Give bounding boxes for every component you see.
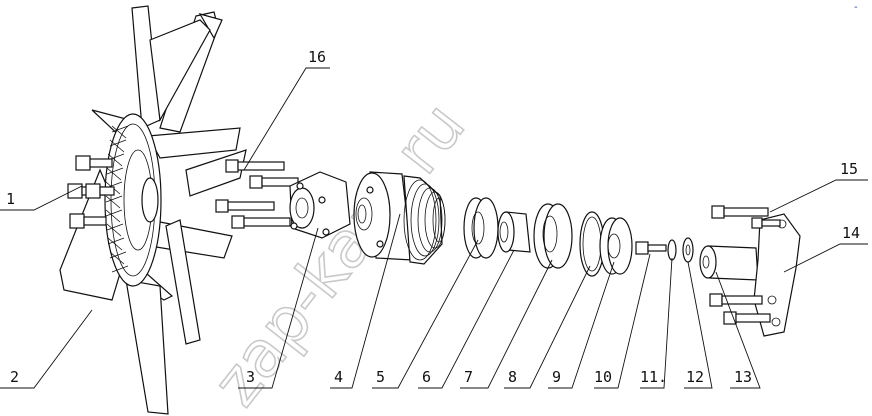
fan-shroud-ring: [104, 113, 162, 287]
callout-6: 6: [422, 368, 431, 386]
callout-2: 2: [10, 368, 19, 386]
axle-bolt: [635, 241, 667, 255]
leader-lines: [0, 67, 868, 389]
seal-washer: [599, 217, 633, 275]
spring-washer: [667, 239, 677, 261]
callout-3: 3: [246, 368, 255, 386]
callout-13: 13: [734, 368, 752, 386]
bearing-rear: [533, 203, 573, 269]
bearing-front: [463, 197, 499, 259]
callout-12: 12: [686, 368, 704, 386]
idler-shaft: [699, 245, 759, 281]
bracket-bolts: [709, 205, 781, 325]
callout-1: 1: [6, 190, 15, 208]
callout-9: 9: [552, 368, 561, 386]
hub-bolts: [215, 159, 299, 229]
flat-washer: [682, 237, 694, 263]
hub-flange: [289, 171, 351, 239]
callout-5: 5: [376, 368, 385, 386]
spacer-sleeve: [497, 211, 531, 253]
callout-14: 14: [842, 224, 860, 242]
callout-labels: 1 2 3 4 5 6 7 8 9 10 11. 12 13 14 15 16: [6, 48, 860, 386]
callout-8: 8: [508, 368, 517, 386]
callout-4: 4: [334, 368, 343, 386]
callout-15: 15: [840, 160, 858, 178]
fan-mount-bolts: [67, 155, 115, 229]
callout-16: 16: [308, 48, 326, 66]
callout-10: 10: [594, 368, 612, 386]
mounting-bracket: [753, 213, 801, 337]
callout-7: 7: [464, 368, 473, 386]
callout-11: 11.: [640, 368, 667, 386]
pulley: [353, 171, 446, 265]
corner-mark: -: [854, 2, 858, 13]
